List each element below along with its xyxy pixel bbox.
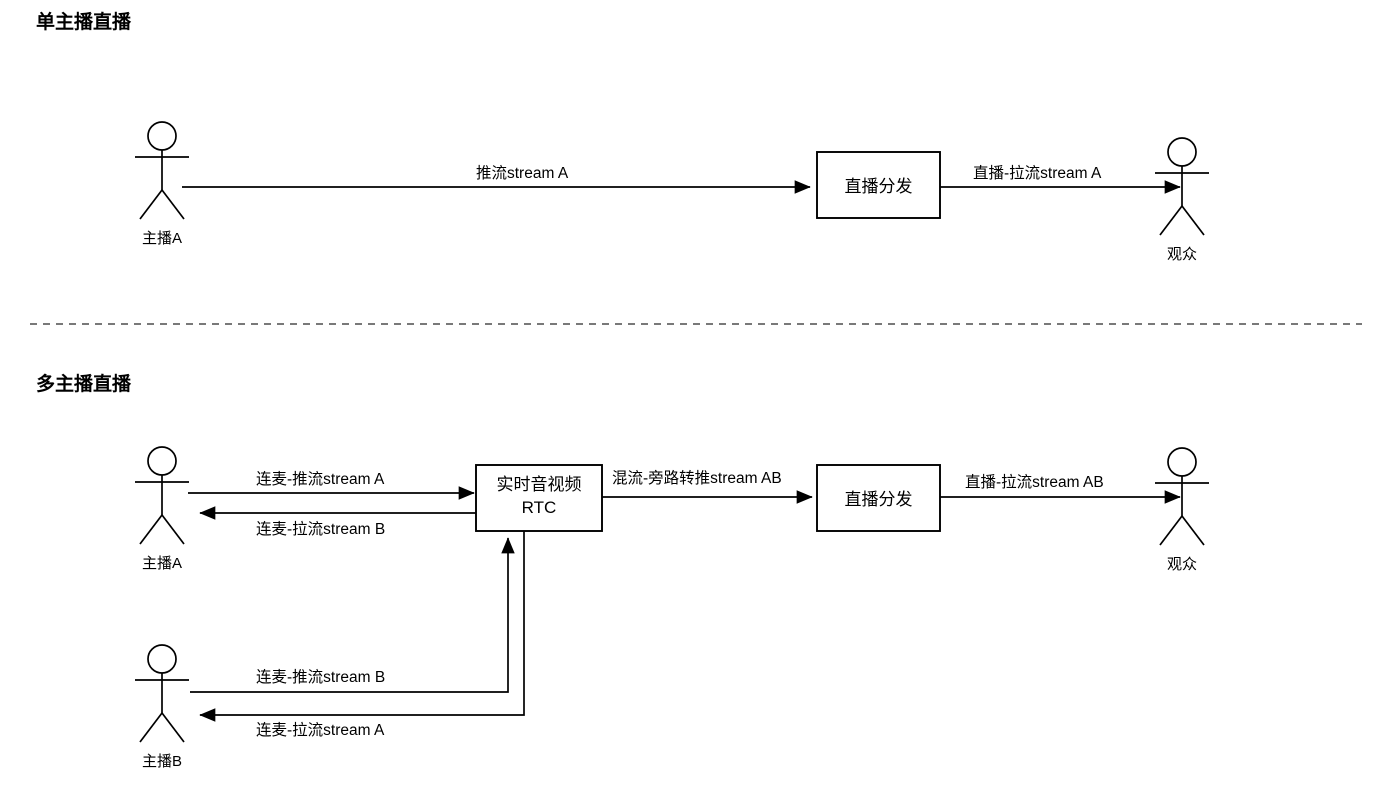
edge-linkmic-push-stream-a: 连麦-推流stream A [188,470,475,500]
actor-viewer: 观众 [1155,137,1209,263]
edge-label-live-pull-stream-a: 直播-拉流stream A [973,164,1102,182]
edge-label-linkmic-push-stream-b: 连麦-推流stream B [256,668,385,686]
node-label-live-distribution-multi: 直播分发 [845,490,913,509]
edge-label-mix-bypass-stream-ab: 混流-旁路转推stream AB [612,469,782,487]
node-label-rtc-line2: RTC [522,498,557,517]
actor-label-host-b: 主播B [142,753,182,770]
section-title-multi-host: 多主播直播 [36,372,132,395]
node-live-distribution: 直播分发 [816,151,941,219]
edge-mix-bypass-stream-ab: 混流-旁路转推stream AB [602,469,813,504]
section-title-single-host: 单主播直播 [36,10,132,33]
edge-label-live-pull-stream-ab: 直播-拉流stream AB [965,473,1104,491]
actor-label-host-a-multi: 主播A [142,555,182,572]
edge-label-push-stream-a: 推流stream A [476,164,569,182]
edge-label-linkmic-push-stream-a: 连麦-推流stream A [256,470,385,488]
edge-linkmic-push-stream-b: 连麦-推流stream B [190,537,515,693]
actor-host-b: 主播B [135,644,189,770]
node-label-live-distribution: 直播分发 [845,177,913,196]
node-rtc: 实时音视频 RTC [475,464,603,532]
actor-label-host-a: 主播A [142,230,182,247]
edge-live-pull-stream-a: 直播-拉流stream A [940,164,1181,194]
node-label-rtc-line1: 实时音视频 [497,475,582,494]
actor-host-a: 主播A [135,121,189,247]
edge-live-pull-stream-ab: 直播-拉流stream AB [940,473,1181,504]
edge-label-linkmic-pull-stream-a: 连麦-拉流stream A [256,721,385,739]
edge-push-stream-a: 推流stream A [182,164,811,194]
actor-host-a-multi: 主播A [135,446,189,572]
edge-linkmic-pull-stream-b: 连麦-拉流stream B [199,506,476,538]
node-live-distribution-multi: 直播分发 [816,464,941,532]
actor-label-viewer: 观众 [1167,246,1197,263]
edge-linkmic-pull-stream-a: 连麦-拉流stream A [199,531,525,739]
edge-label-linkmic-pull-stream-b: 连麦-拉流stream B [256,520,385,538]
actor-label-viewer-multi: 观众 [1167,556,1197,573]
actor-viewer-multi: 观众 [1155,447,1209,573]
